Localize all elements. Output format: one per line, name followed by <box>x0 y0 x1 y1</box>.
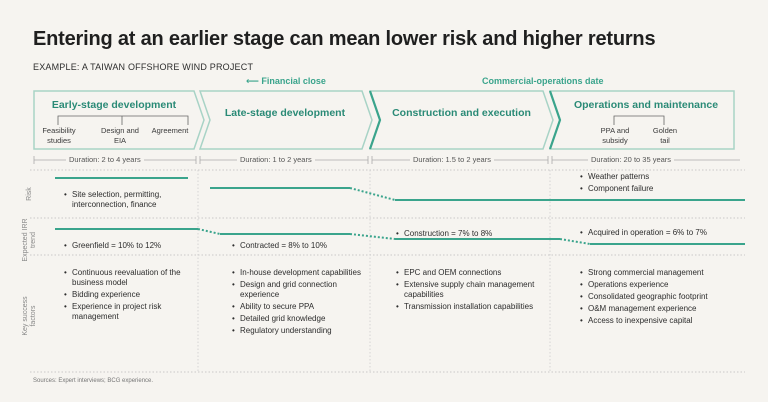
list-item: Operations experience <box>580 280 730 290</box>
duration-operations: Duration: 20 to 35 years <box>588 155 675 164</box>
list-item: EPC and OEM connections <box>396 268 544 278</box>
list-item: Transmission installation capabilities <box>396 302 544 312</box>
list-item: Component failure <box>580 184 730 194</box>
risk-list-early: Site selection, permitting, interconnect… <box>64 190 186 212</box>
irr-item-early: Greenfield = 10% to 12% <box>64 241 194 253</box>
irr-item-operations: Acquired in operation = 6% to 7% <box>580 228 740 240</box>
stage-title-early: Early-stage development <box>51 99 177 111</box>
page-title: Entering at an earlier stage can mean lo… <box>33 28 656 50</box>
list-item: Design and grid connection experience <box>232 280 366 300</box>
left-arrow-icon: ⟵ <box>246 76 262 86</box>
page-subtitle: EXAMPLE: A TAIWAN OFFSHORE WIND PROJECT <box>33 62 254 72</box>
stage-title-operations: Operations and maintenance <box>573 99 719 111</box>
milestone-financial-close: ⟵ Financial close <box>246 76 326 86</box>
row-label-irr: Expected IRR trend <box>22 218 37 262</box>
ksf-list-operations: Strong commercial management Operations … <box>580 268 730 328</box>
sub-label-agreement: Agreement <box>151 126 189 135</box>
list-item: Regulatory understanding <box>232 326 366 336</box>
sub-label-ppa: PPA and subsidy <box>600 126 630 145</box>
sub-label-golden-tail: Golden tail <box>652 126 678 145</box>
list-item: Strong commercial management <box>580 268 730 278</box>
sub-label-feasibility: Feasibility studies <box>42 126 76 145</box>
risk-trend-line <box>55 177 745 201</box>
list-item: Site selection, permitting, interconnect… <box>64 190 186 210</box>
irr-item-late: Contracted = 8% to 10% <box>232 241 368 253</box>
stage-arrow-late <box>198 90 373 150</box>
list-item: O&M management experience <box>580 304 730 314</box>
ksf-list-early: Continuous reevaluation of the business … <box>64 268 192 324</box>
stage-arrow-construction <box>368 90 554 150</box>
list-item: Ability to secure PPA <box>232 302 366 312</box>
duration-construction: Duration: 1.5 to 2 years <box>410 155 494 164</box>
list-item: Continuous reevaluation of the business … <box>64 268 192 288</box>
list-item: In-house development capabilities <box>232 268 366 278</box>
list-item: Detailed grid knowledge <box>232 314 366 324</box>
source-note: Sources: Expert interviews; BCG experien… <box>33 378 154 384</box>
sub-label-design: Design and EIA <box>101 126 139 145</box>
duration-late: Duration: 1 to 2 years <box>237 155 315 164</box>
list-item: Bidding experience <box>64 290 192 300</box>
list-item: Acquired in operation = 6% to 7% <box>580 228 740 238</box>
stage-title-late: Late-stage development <box>224 107 346 119</box>
row-label-risk: Risk <box>26 187 33 201</box>
irr-item-construction: Construction = 7% to 8% <box>396 229 546 241</box>
list-item: Access to inexpensive capital <box>580 316 730 326</box>
list-item: Consolidated geographic footprint <box>580 292 730 302</box>
stage-title-construction: Construction and execution <box>392 107 531 119</box>
milestone-commercial-operations: Commercial-operations date <box>482 76 604 86</box>
list-item: Experience in project risk management <box>64 302 192 322</box>
milestone-marker-financial-close <box>368 90 382 150</box>
list-item: Contracted = 8% to 10% <box>232 241 368 251</box>
list-item: Construction = 7% to 8% <box>396 229 546 239</box>
ksf-list-late: In-house development capabilities Design… <box>232 268 366 338</box>
list-item: Greenfield = 10% to 12% <box>64 241 194 251</box>
duration-early: Duration: 2 to 4 years <box>66 155 144 164</box>
row-label-ksf: Key success factors <box>22 296 37 336</box>
irr-trend-line <box>55 228 745 245</box>
stage-arrow-early <box>33 90 205 150</box>
milestone-marker-commercial-operations <box>548 90 562 150</box>
list-item: Weather patterns <box>580 172 730 182</box>
list-item: Extensive supply chain management capabi… <box>396 280 544 300</box>
risk-list-operations: Weather patterns Component failure <box>580 172 730 196</box>
ksf-list-construction: EPC and OEM connections Extensive supply… <box>396 268 544 314</box>
